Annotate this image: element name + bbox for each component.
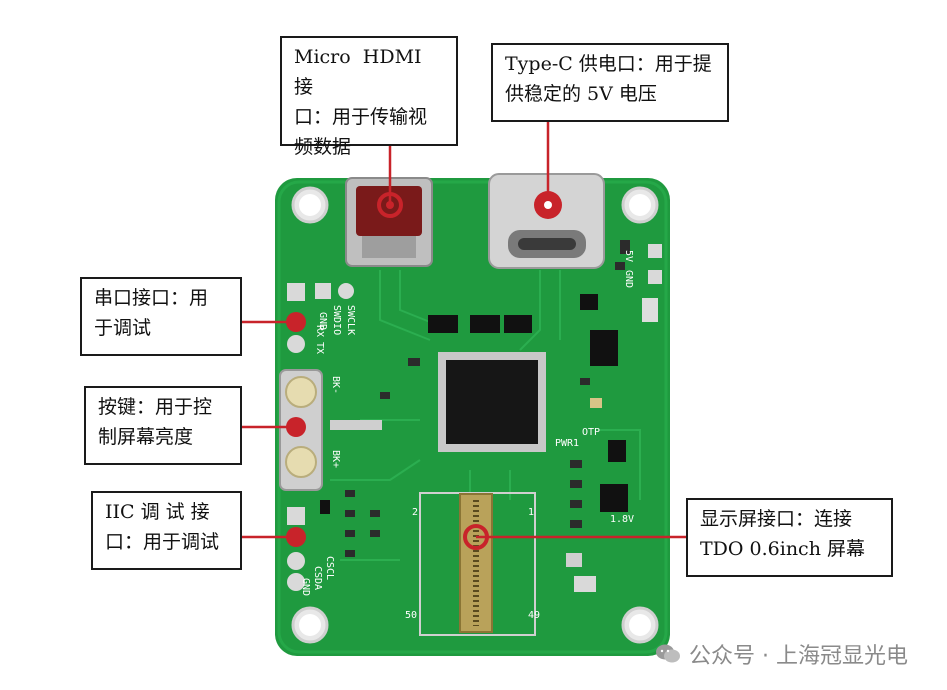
watermark: 公众号 · 上海冠显光电 (655, 638, 908, 670)
silk-otp: OTP (582, 427, 600, 438)
callout-type-c: Type-C 供电口：用于提 供稳定的 5V 电压 (491, 43, 729, 122)
callout-serial-text: 串口接口：用 于调试 (94, 287, 209, 339)
watermark-text: 公众号 · 上海冠显光电 (689, 644, 908, 669)
silk-gnd-left: GND (317, 312, 328, 330)
type-c-connector (488, 173, 605, 269)
silk-rx: RX (314, 325, 325, 337)
wechat-icon (656, 644, 680, 663)
silk-key2: BK+ (330, 450, 341, 468)
markers (286, 191, 562, 550)
callout-iic-text: IIC 调 试 接 口：用于调试 (105, 501, 220, 553)
mounting-holes (291, 186, 659, 644)
passive-components (320, 240, 662, 592)
marker-serial (286, 312, 306, 332)
pcb-traces (330, 270, 641, 561)
callout-iic: IIC 调 试 接 口：用于调试 (91, 491, 242, 570)
marker-iic (286, 527, 306, 547)
marker-display (463, 524, 489, 550)
silk-swclk: SWCLK (345, 305, 356, 335)
micro-hdmi-connector (345, 177, 433, 267)
small-ics (428, 294, 658, 512)
silk-csda: CSDA (312, 566, 323, 590)
silk-tx: TX (314, 342, 325, 354)
callout-display-text: 显示屏接口：连接 TDO 0.6inch 屏幕 (700, 508, 865, 560)
silk-cscl: CSCL (324, 556, 335, 580)
callout-display: 显示屏接口：连接 TDO 0.6inch 屏幕 (686, 498, 893, 577)
marker-buttons (286, 417, 306, 437)
callout-buttons-text: 按键：用于控 制屏幕亮度 (98, 396, 213, 448)
callout-serial: 串口接口：用 于调试 (80, 277, 242, 356)
callout-micro-hdmi: Micro HDMI 接 口：用于传输视 频数据 (280, 36, 458, 158)
silk-gnd-right: GND (623, 270, 634, 288)
silk-key1: BK- (330, 376, 341, 394)
display-fpc-connector (419, 492, 536, 636)
callout-micro-hdmi-text: Micro HDMI 接 口：用于传输视 频数据 (294, 46, 428, 158)
callout-type-c-text: Type-C 供电口：用于提 供稳定的 5V 电压 (505, 53, 712, 105)
silk-1v8: 1.8V (610, 514, 634, 525)
main-chip (438, 352, 546, 452)
silk-pwr1: PWR1 (555, 438, 579, 449)
silk-5v: 5V (623, 250, 634, 262)
silk-pin49: 49 (528, 610, 540, 621)
silk-pin1: 1 (528, 507, 534, 518)
callout-buttons: 按键：用于控 制屏幕亮度 (84, 386, 242, 465)
silk-swdio: SWDIO (331, 305, 342, 335)
silk-gnd-bottom: GND (300, 578, 311, 596)
iic-header (287, 507, 305, 591)
silk-pin50: 50 (405, 610, 417, 621)
silk-pin2: 2 (412, 507, 418, 518)
marker-micro-hdmi (377, 192, 403, 218)
